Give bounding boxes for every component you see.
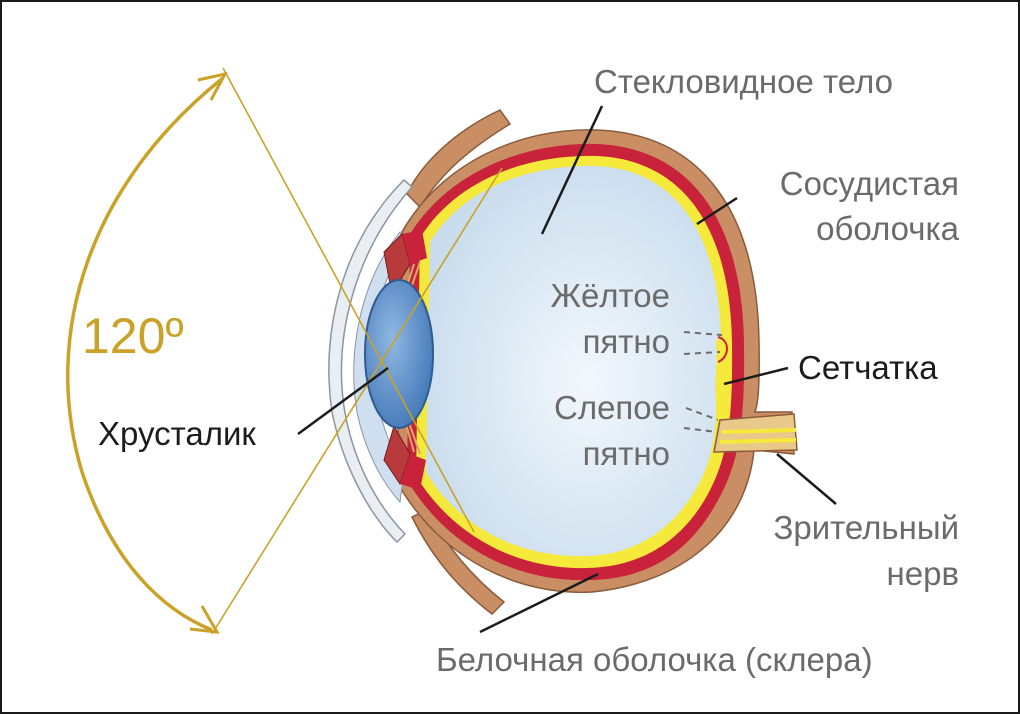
leader-optic: [776, 453, 837, 505]
label-sclera: Белочная оболочка (склера): [436, 641, 873, 678]
label-lens: Хрусталик: [98, 415, 256, 452]
label-macula-line2: пятно: [582, 323, 670, 360]
leader-lens: [297, 366, 389, 436]
label-angle: 120º: [82, 308, 184, 364]
cornea: [328, 178, 414, 544]
macula-notch: [717, 336, 728, 363]
leader-choroid: [696, 196, 738, 226]
arc-arrowhead-bottom: [189, 605, 220, 634]
label-blind-line2: пятно: [582, 435, 670, 472]
field-of-view-lines: [211, 67, 503, 635]
label-optic-line1: Зрительный: [773, 509, 959, 546]
vitreous-body: [426, 165, 722, 557]
lens: [364, 279, 434, 429]
label-choroid-line1: Сосудистая: [779, 165, 959, 202]
label-vitreous: Стекловидное тело: [594, 63, 894, 100]
leader-retina: [723, 366, 789, 386]
upper-eye-muscle: [406, 109, 512, 209]
leader-vitreous: [540, 105, 604, 235]
label-retina: Сетчатка: [798, 349, 938, 386]
field-of-view-arc: [66, 76, 225, 632]
leader-blind-1: [685, 407, 719, 421]
label-blind-line1: Слепое: [553, 389, 670, 426]
label-optic-line2: нерв: [886, 555, 959, 592]
leader-blind-2: [683, 427, 718, 433]
label-choroid-line2: оболочка: [816, 210, 959, 247]
arc-arrowhead-top: [197, 71, 228, 101]
leader-sclera: [479, 572, 599, 634]
label-macula-line1: Жёлтое: [550, 277, 670, 314]
